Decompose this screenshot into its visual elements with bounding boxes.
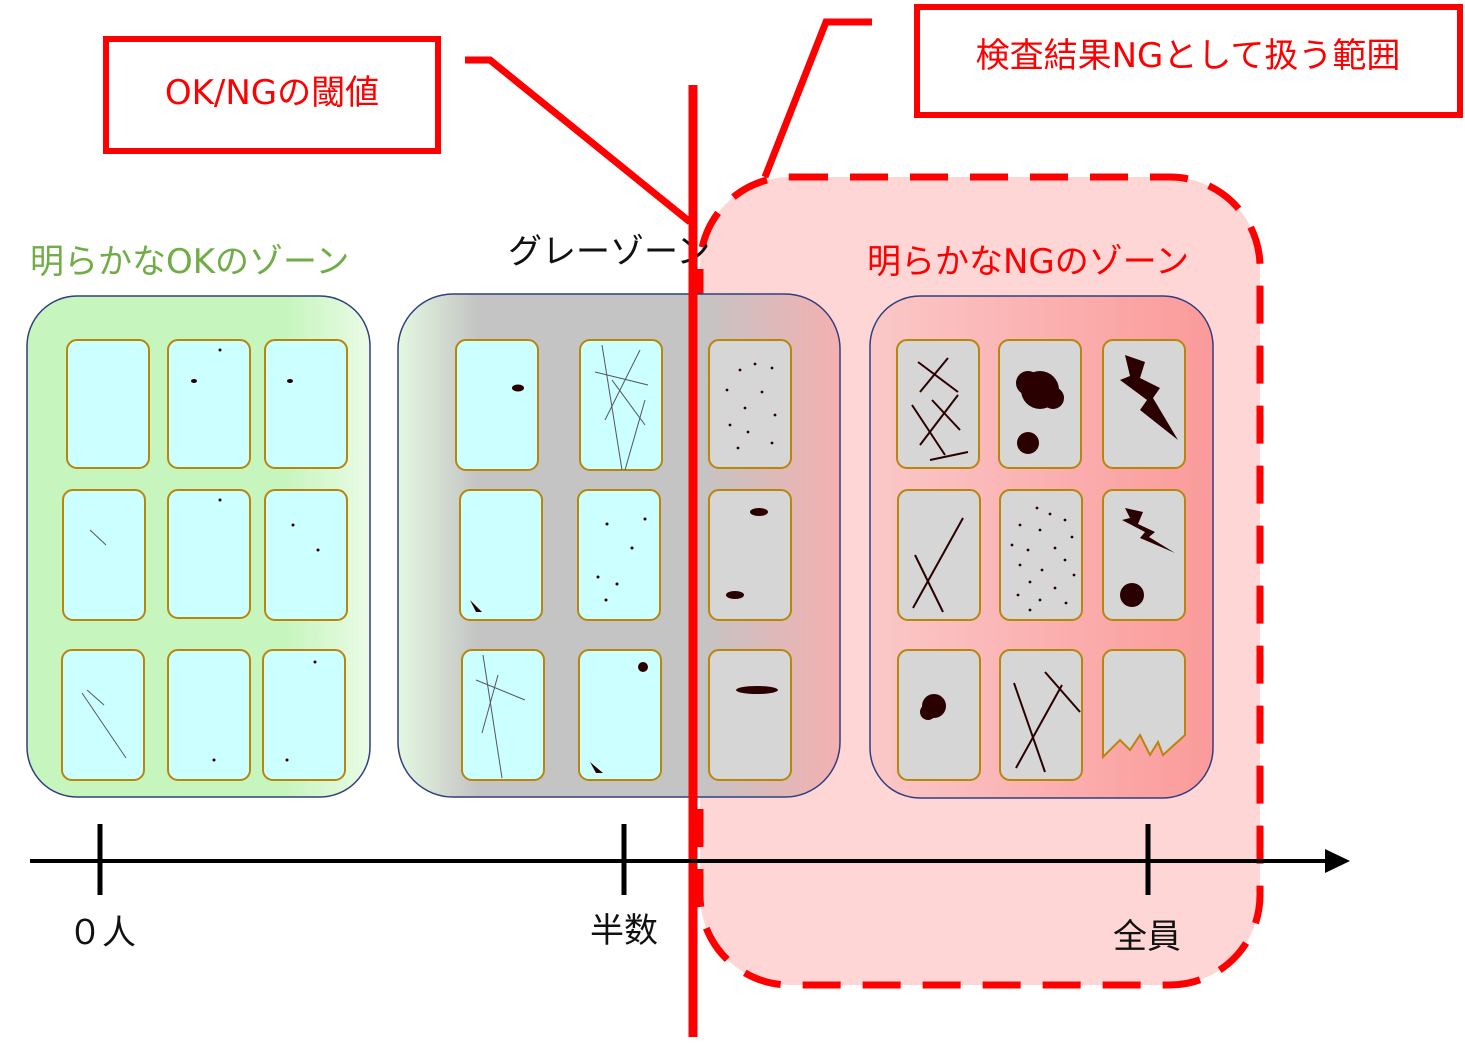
tick-label-zero: ０人 — [68, 913, 136, 953]
sample-card — [61, 649, 145, 781]
sample-card — [66, 339, 150, 469]
sample-card — [708, 339, 792, 469]
threshold-callout: OK/NGの閾値 — [103, 36, 693, 225]
sample-card — [262, 649, 346, 781]
axis-arrow-icon — [1325, 849, 1350, 873]
threshold-leader-line — [465, 56, 693, 225]
sample-card — [264, 339, 348, 469]
gray-zone-label: グレーゾーン — [508, 232, 710, 272]
sample-card — [578, 649, 662, 781]
gray-cards — [455, 339, 792, 781]
threshold-callout-text: OK/NGの閾値 — [165, 73, 379, 113]
sample-card — [1102, 339, 1186, 469]
sample-card — [459, 489, 543, 621]
sample-card — [999, 649, 1083, 781]
sample-card — [708, 649, 792, 781]
sample-card — [708, 489, 792, 621]
sample-card — [896, 339, 980, 469]
sample-card — [998, 339, 1082, 469]
sample-card — [167, 649, 251, 781]
ng-zone-label: 明らかなNGのゾーン — [867, 242, 1189, 282]
ng-cards — [896, 339, 1186, 781]
sample-card — [264, 489, 348, 621]
sample-card — [167, 489, 251, 619]
sample-card — [167, 339, 251, 469]
sample-card — [897, 489, 981, 621]
ng-range-callout: 検査結果NGとして扱う範囲 — [761, 4, 1463, 179]
ok-cards — [61, 339, 348, 781]
axis: ０人 半数 全員 — [30, 824, 1350, 957]
ok-zone-label: 明らかなOKのゾーン — [30, 242, 349, 282]
sample-card — [577, 489, 661, 621]
sample-card — [1102, 489, 1186, 621]
sample-card — [579, 339, 663, 471]
sample-card — [461, 649, 545, 781]
tick-label-half: 半数 — [590, 911, 658, 951]
sample-card — [455, 339, 539, 471]
sample-card — [62, 489, 146, 621]
tick-label-all: 全員 — [1113, 917, 1181, 957]
broken-card — [1102, 649, 1186, 760]
sample-card — [897, 649, 981, 781]
ng-range-callout-text: 検査結果NGとして扱う範囲 — [976, 36, 1401, 76]
sample-card — [999, 489, 1083, 621]
ng-range-leader-line — [761, 18, 872, 179]
